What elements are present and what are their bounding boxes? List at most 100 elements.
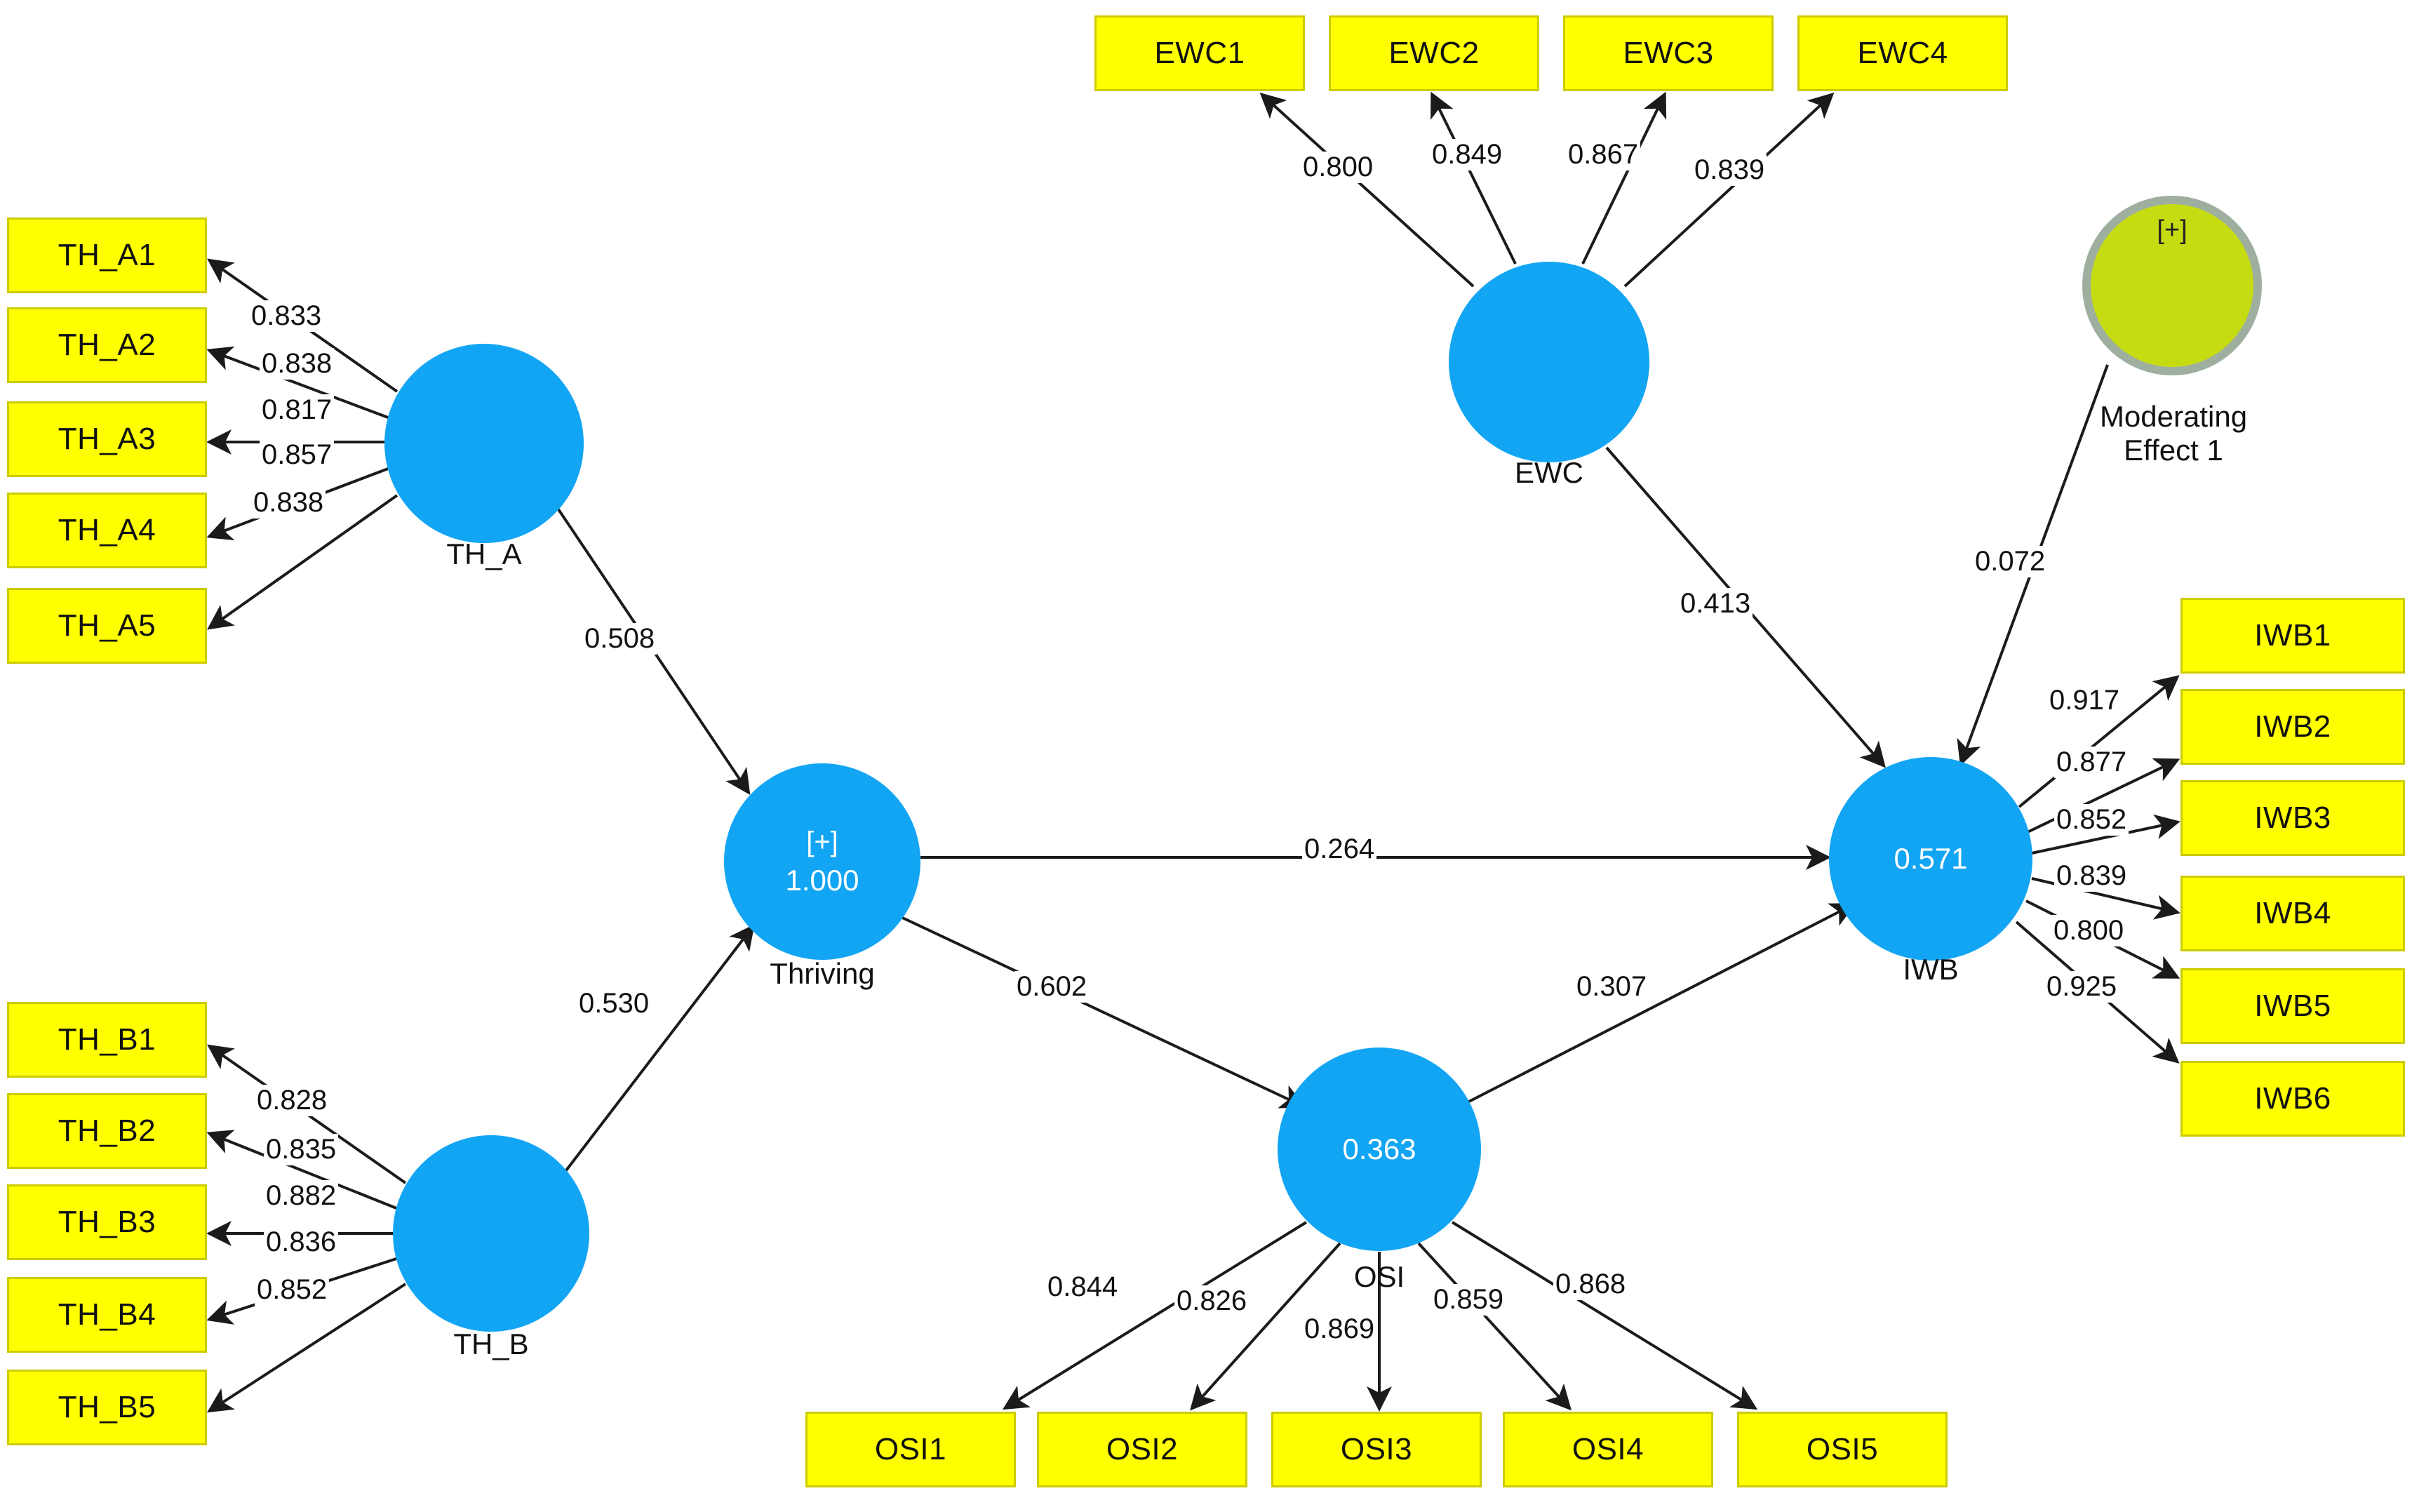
loading-label-osi-osi2: 0.826	[1174, 1285, 1249, 1317]
loading-label-iwb-iwb6: 0.925	[2044, 971, 2119, 1003]
latent-node-th_b[interactable]	[393, 1135, 589, 1332]
indicator-box-iwb5[interactable]: IWB5	[2180, 968, 2405, 1044]
latent-value: 0.363	[1342, 1132, 1416, 1165]
indicator-label: EWC1	[1154, 36, 1245, 70]
latent-node-th_a[interactable]	[384, 344, 584, 543]
node-label-moderating-effect-1: Moderating Effect 1	[2061, 400, 2286, 468]
loading-label-ewc-ewc1: 0.800	[1301, 152, 1376, 183]
edge-TH_B-Thriving	[563, 924, 755, 1175]
coefficient-label-thriving-iwb: 0.264	[1302, 834, 1377, 865]
indicator-box-th_b3[interactable]: TH_B3	[7, 1184, 207, 1260]
loading-label-th_a-th_a5: 0.838	[251, 487, 326, 519]
indicator-box-iwb2[interactable]: IWB2	[2180, 689, 2405, 765]
indicator-box-th_a1[interactable]: TH_A1	[7, 218, 207, 293]
loading-label-osi-osi3: 0.869	[1302, 1313, 1377, 1345]
indicator-box-th_b2[interactable]: TH_B2	[7, 1093, 207, 1169]
loading-label-osi-osi5: 0.868	[1553, 1269, 1628, 1300]
coefficient-label-th_a-thriving: 0.508	[582, 623, 657, 655]
indicator-label: TH_B2	[58, 1113, 156, 1148]
loading-label-th_a-th_a3: 0.817	[260, 394, 335, 426]
node-label-iwb: IWB	[1903, 953, 1959, 986]
edge-EWC-EWC2	[1431, 91, 1517, 265]
indicator-box-ewc4[interactable]: EWC4	[1797, 15, 2008, 91]
indicator-box-ewc1[interactable]: EWC1	[1094, 15, 1305, 91]
indicator-box-iwb6[interactable]: IWB6	[2180, 1061, 2405, 1137]
moderator-label-line2: Effect 1	[2124, 434, 2223, 467]
moderation-plus-marker: [+]	[806, 826, 838, 857]
loading-label-iwb-iwb4: 0.839	[2054, 860, 2129, 892]
indicator-label: IWB6	[2254, 1081, 2331, 1116]
indicator-box-iwb3[interactable]: IWB3	[2180, 780, 2405, 856]
indicator-box-osi1[interactable]: OSI1	[805, 1412, 1016, 1487]
loading-label-ewc-ewc3: 0.867	[1566, 139, 1641, 170]
loading-label-iwb-iwb2: 0.877	[2054, 747, 2129, 778]
indicator-box-th_b4[interactable]: TH_B4	[7, 1277, 207, 1353]
node-label-th_a: TH_A	[446, 537, 522, 570]
indicator-box-th_a3[interactable]: TH_A3	[7, 401, 207, 477]
loading-label-iwb-iwb1: 0.917	[2047, 685, 2122, 716]
latent-node-osi[interactable]: 0.363	[1278, 1048, 1481, 1251]
latent-node-iwb[interactable]: 0.571	[1829, 757, 2032, 961]
indicator-label: TH_B1	[58, 1022, 156, 1057]
loading-label-ewc-ewc2: 0.849	[1430, 139, 1505, 170]
indicator-box-iwb4[interactable]: IWB4	[2180, 876, 2405, 951]
node-label-th_b: TH_B	[453, 1327, 529, 1360]
latent-value: 1.000	[785, 863, 859, 897]
latent-node-ewc[interactable]	[1449, 262, 1649, 462]
indicator-box-th_b5[interactable]: TH_B5	[7, 1370, 207, 1445]
node-label-ewc: EWC	[1515, 456, 1583, 489]
loading-label-th_b-th_b1: 0.828	[255, 1085, 330, 1116]
edge-OSI-OSI1	[1002, 1221, 1308, 1410]
loading-label-osi-osi1: 0.844	[1045, 1271, 1120, 1303]
edge-EWC-EWC3	[1581, 91, 1667, 265]
indicator-label: IWB3	[2254, 801, 2331, 835]
indicator-box-osi4[interactable]: OSI4	[1503, 1412, 1713, 1487]
indicator-label: TH_A1	[58, 238, 156, 272]
loading-label-th_b-th_b4: 0.836	[264, 1226, 339, 1258]
moderator-node-moderating-effect-1[interactable]: [+]	[2082, 196, 2262, 375]
coefficient-label-osi-iwb: 0.307	[1574, 971, 1649, 1003]
indicator-label: IWB4	[2254, 896, 2331, 930]
indicator-box-th_a4[interactable]: TH_A4	[7, 493, 207, 568]
loading-label-th_b-th_b5: 0.852	[255, 1274, 330, 1306]
indicator-label: OSI5	[1806, 1432, 1879, 1466]
indicator-label: OSI4	[1572, 1432, 1644, 1466]
indicator-box-osi3[interactable]: OSI3	[1271, 1412, 1482, 1487]
indicator-box-th_a2[interactable]: TH_A2	[7, 307, 207, 383]
moderator-label-line1: Moderating	[2099, 400, 2248, 433]
indicator-box-th_a5[interactable]: TH_A5	[7, 588, 207, 664]
indicator-label: IWB2	[2254, 709, 2331, 744]
indicator-label: TH_B3	[58, 1205, 156, 1239]
edge-OSI-OSI4	[1417, 1242, 1572, 1411]
indicator-label: TH_A2	[58, 328, 156, 362]
edge-OSI-IWB	[1463, 903, 1856, 1106]
loading-label-osi-osi4: 0.859	[1431, 1284, 1506, 1316]
coefficient-label-thriving-osi: 0.602	[1014, 971, 1090, 1003]
loading-label-th_a-th_a1: 0.833	[249, 300, 324, 332]
indicator-label: TH_B4	[58, 1297, 156, 1332]
coefficient-label-moderator-iwb: 0.072	[1973, 546, 2048, 577]
edge-EWC-EWC1	[1259, 92, 1475, 288]
loading-label-th_a-th_a2: 0.838	[260, 348, 335, 380]
edge-EWC-EWC4	[1623, 92, 1835, 288]
indicator-box-th_b1[interactable]: TH_B1	[7, 1002, 207, 1078]
indicator-label: IWB1	[2254, 618, 2331, 653]
indicator-box-osi5[interactable]: OSI5	[1737, 1412, 1948, 1487]
loading-label-th_b-th_b2: 0.835	[264, 1134, 339, 1165]
node-label-thriving: Thriving	[770, 957, 875, 990]
indicator-box-ewc2[interactable]: EWC2	[1329, 15, 1539, 91]
indicator-label: OSI3	[1340, 1432, 1413, 1466]
loading-label-iwb-iwb5: 0.800	[2051, 915, 2126, 946]
coefficient-label-th_b-thriving: 0.530	[577, 988, 652, 1019]
indicator-label: TH_B5	[58, 1390, 156, 1424]
moderation-plus-marker: [+]	[2157, 215, 2187, 245]
indicator-box-ewc3[interactable]: EWC3	[1563, 15, 1774, 91]
loading-label-th_a-th_a4: 0.857	[260, 439, 335, 471]
latent-node-thriving[interactable]: [+] 1.000	[724, 763, 920, 960]
indicator-label: TH_A4	[58, 513, 156, 547]
indicator-box-iwb1[interactable]: IWB1	[2180, 598, 2405, 674]
indicator-label: EWC2	[1388, 36, 1480, 70]
indicator-label: TH_A5	[58, 608, 156, 643]
indicator-box-osi2[interactable]: OSI2	[1037, 1412, 1247, 1487]
